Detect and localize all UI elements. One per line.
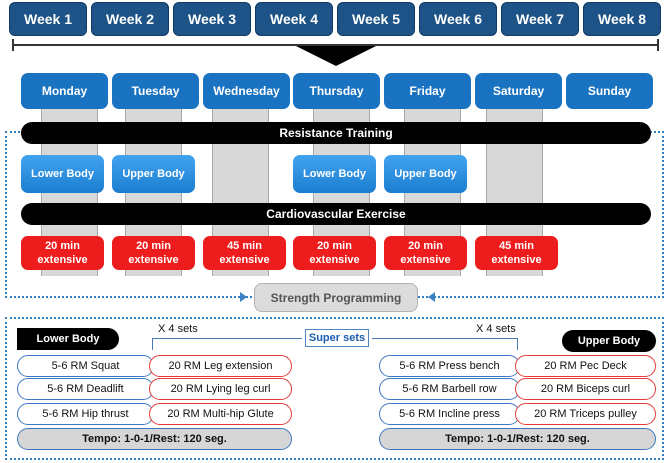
lower-body-title: Lower Body <box>17 328 119 350</box>
week-timeline-line <box>12 44 659 46</box>
week-6[interactable]: Week 6 <box>419 2 497 36</box>
lower-ex-3-primary[interactable]: 5-6 RM Hip thrust <box>17 403 154 425</box>
cardio-intensity: extensive <box>219 254 270 266</box>
arrow-left-icon <box>428 292 435 302</box>
upper-tempo: Tempo: 1-0-1/Rest: 120 seg. <box>379 428 656 450</box>
resistance-training-bar: Resistance Training <box>21 122 651 144</box>
cardiovascular-exercise-bar: Cardiovascular Exercise <box>21 203 651 225</box>
lower-ex-1-superset[interactable]: 20 RM Leg extension <box>149 355 292 377</box>
cardio-block-friday[interactable]: 20 min extensive <box>384 236 467 270</box>
cardio-intensity: extensive <box>400 254 451 266</box>
cardio-intensity: extensive <box>37 254 88 266</box>
day-thursday[interactable]: Thursday <box>293 73 380 109</box>
cardio-duration: 20 min <box>45 240 80 252</box>
day-tuesday[interactable]: Tuesday <box>112 73 199 109</box>
upper-body-title: Upper Body <box>562 330 656 352</box>
day-sunday[interactable]: Sunday <box>566 73 653 109</box>
lower-sets-bracket-tick <box>152 338 153 350</box>
lower-ex-3-superset[interactable]: 20 RM Multi-hip Glute <box>149 403 292 425</box>
cardio-duration: 45 min <box>227 240 262 252</box>
upper-sets-bracket-tick <box>517 338 518 350</box>
week-timeline-tick-start <box>12 39 14 51</box>
tuesday-upper-body[interactable]: Upper Body <box>112 155 195 193</box>
lower-sets-bracket <box>152 338 302 339</box>
cardio-block-tuesday[interactable]: 20 min extensive <box>112 236 195 270</box>
cardio-duration: 45 min <box>499 240 534 252</box>
super-sets-label: Super sets <box>305 329 369 347</box>
day-saturday[interactable]: Saturday <box>475 73 562 109</box>
lower-tempo: Tempo: 1-0-1/Rest: 120 seg. <box>17 428 292 450</box>
cardio-duration: 20 min <box>136 240 171 252</box>
friday-upper-body[interactable]: Upper Body <box>384 155 467 193</box>
lower-ex-1-primary[interactable]: 5-6 RM Squat <box>17 355 154 377</box>
arrow-right-icon <box>240 292 247 302</box>
week-7[interactable]: Week 7 <box>501 2 579 36</box>
upper-sets-label: X 4 sets <box>476 323 516 335</box>
thursday-lower-body[interactable]: Lower Body <box>293 155 376 193</box>
upper-ex-3-superset[interactable]: 20 RM Triceps pulley <box>515 403 656 425</box>
lower-ex-2-primary[interactable]: 5-6 RM Deadlift <box>17 378 154 400</box>
week-8[interactable]: Week 8 <box>583 2 661 36</box>
expand-down-triangle-icon <box>296 46 376 66</box>
upper-sets-bracket <box>372 338 518 339</box>
upper-ex-2-primary[interactable]: 5-6 RM Barbell row <box>379 378 520 400</box>
upper-ex-1-primary[interactable]: 5-6 RM Press bench <box>379 355 520 377</box>
upper-ex-3-primary[interactable]: 5-6 RM Incline press <box>379 403 520 425</box>
cardio-intensity: extensive <box>309 254 360 266</box>
cardio-intensity: extensive <box>128 254 179 266</box>
lower-ex-2-superset[interactable]: 20 RM Lying leg curl <box>149 378 292 400</box>
monday-lower-body[interactable]: Lower Body <box>21 155 104 193</box>
day-friday[interactable]: Friday <box>384 73 471 109</box>
week-2[interactable]: Week 2 <box>91 2 169 36</box>
cardio-duration: 20 min <box>317 240 352 252</box>
day-wednesday[interactable]: Wednesday <box>203 73 290 109</box>
cardio-duration: 20 min <box>408 240 443 252</box>
cardio-block-saturday[interactable]: 45 min extensive <box>475 236 558 270</box>
week-timeline-tick-end <box>657 39 659 51</box>
week-1[interactable]: Week 1 <box>9 2 87 36</box>
cardio-block-thursday[interactable]: 20 min extensive <box>293 236 376 270</box>
cardio-intensity: extensive <box>491 254 542 266</box>
upper-ex-1-superset[interactable]: 20 RM Pec Deck <box>515 355 656 377</box>
cardio-block-wednesday[interactable]: 45 min extensive <box>203 236 286 270</box>
upper-ex-2-superset[interactable]: 20 RM Biceps curl <box>515 378 656 400</box>
lower-sets-label: X 4 sets <box>158 323 198 335</box>
cardio-block-monday[interactable]: 20 min extensive <box>21 236 104 270</box>
week-5[interactable]: Week 5 <box>337 2 415 36</box>
strength-programming-button[interactable]: Strength Programming <box>254 283 418 312</box>
strength-detail-frame <box>5 317 664 460</box>
day-monday[interactable]: Monday <box>21 73 108 109</box>
week-4[interactable]: Week 4 <box>255 2 333 36</box>
week-3[interactable]: Week 3 <box>173 2 251 36</box>
